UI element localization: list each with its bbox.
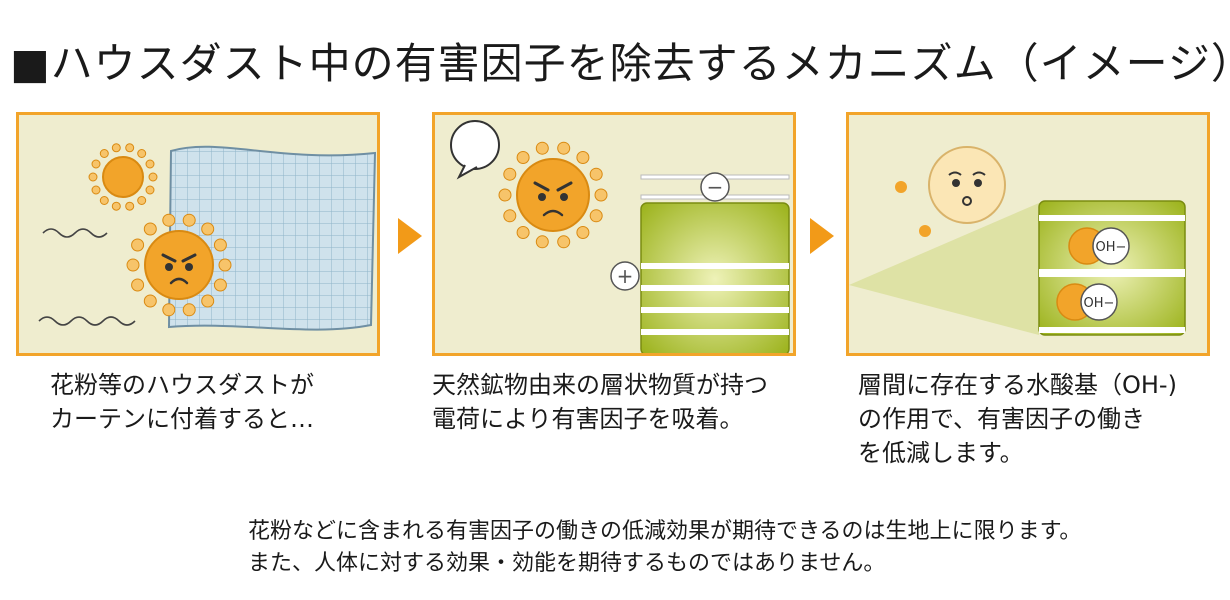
pollen-spike bbox=[202, 223, 214, 235]
pollen-spike bbox=[595, 189, 607, 201]
magnify-beam bbox=[849, 203, 1039, 335]
pollen-spike bbox=[202, 295, 214, 307]
pollen-spike bbox=[163, 304, 175, 316]
panel-charge-adsorption: − + bbox=[432, 112, 796, 356]
pollen-spike bbox=[146, 186, 154, 194]
pollen-spike bbox=[89, 173, 97, 181]
panel-pollen-on-curtain bbox=[16, 112, 380, 356]
pollen-small bbox=[89, 144, 157, 210]
question-bubble-icon bbox=[451, 121, 499, 177]
pollen-spike bbox=[577, 227, 589, 239]
pollen-spike bbox=[214, 279, 226, 291]
pollen-spike bbox=[112, 144, 120, 152]
oh-label: OH− bbox=[1084, 296, 1115, 311]
pollen-spike bbox=[146, 160, 154, 168]
pollen-calm bbox=[929, 147, 1005, 223]
adsorption-illustration: − + bbox=[435, 115, 796, 356]
pollen-oh-pair-1: OH− bbox=[1069, 228, 1129, 264]
pollen-spike bbox=[504, 210, 516, 222]
pollen-spike bbox=[100, 197, 108, 205]
pollen-spike bbox=[558, 142, 570, 154]
pollen-spike bbox=[149, 173, 157, 181]
pollen-spike bbox=[517, 152, 529, 164]
wind-line bbox=[39, 317, 135, 325]
pollen-spike bbox=[92, 160, 100, 168]
oh-label: OH− bbox=[1096, 240, 1127, 255]
pollen-spike bbox=[504, 168, 516, 180]
caption-panel-3: 層間に存在する水酸基（OH-) の作用で、有害因子の働き を低減します。 bbox=[858, 368, 1177, 470]
arrow-right-icon bbox=[398, 218, 422, 254]
pollen-spike bbox=[590, 210, 602, 222]
pollen-spike bbox=[536, 236, 548, 248]
pollen-spike bbox=[127, 259, 139, 271]
pollen-spike bbox=[144, 223, 156, 235]
pollen-spike bbox=[183, 214, 195, 226]
pollen-spike bbox=[132, 239, 144, 251]
pollen-angry bbox=[499, 142, 607, 248]
pollen-spike bbox=[138, 197, 146, 205]
wind-line bbox=[43, 229, 107, 237]
pollen-spike bbox=[163, 214, 175, 226]
layer-line bbox=[641, 329, 789, 335]
panel-hydroxyl-reduction: OH− OH− bbox=[846, 112, 1210, 356]
pollen-spike bbox=[132, 279, 144, 291]
pollen-spike bbox=[126, 202, 134, 210]
caption-panel-1: 花粉等のハウスダストが カーテンに付着すると… bbox=[50, 368, 314, 436]
svg-text:−: − bbox=[707, 175, 724, 199]
pollen-spike bbox=[536, 142, 548, 154]
pollen-spike bbox=[126, 144, 134, 152]
plus-charge-icon: + bbox=[611, 262, 639, 290]
pollen-spike bbox=[100, 150, 108, 158]
arrow-right-icon bbox=[810, 218, 834, 254]
caption-panel-2: 天然鉱物由来の層状物質が持つ 電荷により有害因子を吸着。 bbox=[432, 368, 768, 436]
pollen-spike bbox=[499, 189, 511, 201]
pollen-spike bbox=[138, 150, 146, 158]
layer-line bbox=[641, 263, 789, 269]
pollen-spike bbox=[144, 295, 156, 307]
hydroxyl-illustration: OH− OH− bbox=[849, 115, 1210, 356]
thought-dot bbox=[919, 225, 931, 237]
layer-line bbox=[641, 285, 789, 291]
svg-text:+: + bbox=[617, 264, 634, 288]
thought-dot bbox=[895, 181, 907, 193]
pollen-spike bbox=[577, 152, 589, 164]
pollen-spike bbox=[183, 304, 195, 316]
curtain-pollen-illustration bbox=[19, 115, 380, 356]
pollen-oh-pair-2: OH− bbox=[1057, 284, 1117, 320]
pollen-spike bbox=[112, 202, 120, 210]
pollen-spike bbox=[517, 227, 529, 239]
page-title: ■ハウスダスト中の有害因子を除去するメカニズム（イメージ） bbox=[10, 38, 1230, 90]
pollen-spike bbox=[558, 236, 570, 248]
disclaimer-note: 花粉などに含まれる有害因子の働きの低減効果が期待できるのは生地上に限ります。 ま… bbox=[248, 516, 1081, 580]
pollen-spike bbox=[214, 239, 226, 251]
pollen-spike bbox=[92, 186, 100, 194]
pollen-spike bbox=[219, 259, 231, 271]
layer-line bbox=[641, 307, 789, 313]
pollen-spike bbox=[590, 168, 602, 180]
minus-charge-icon: − bbox=[701, 173, 729, 201]
